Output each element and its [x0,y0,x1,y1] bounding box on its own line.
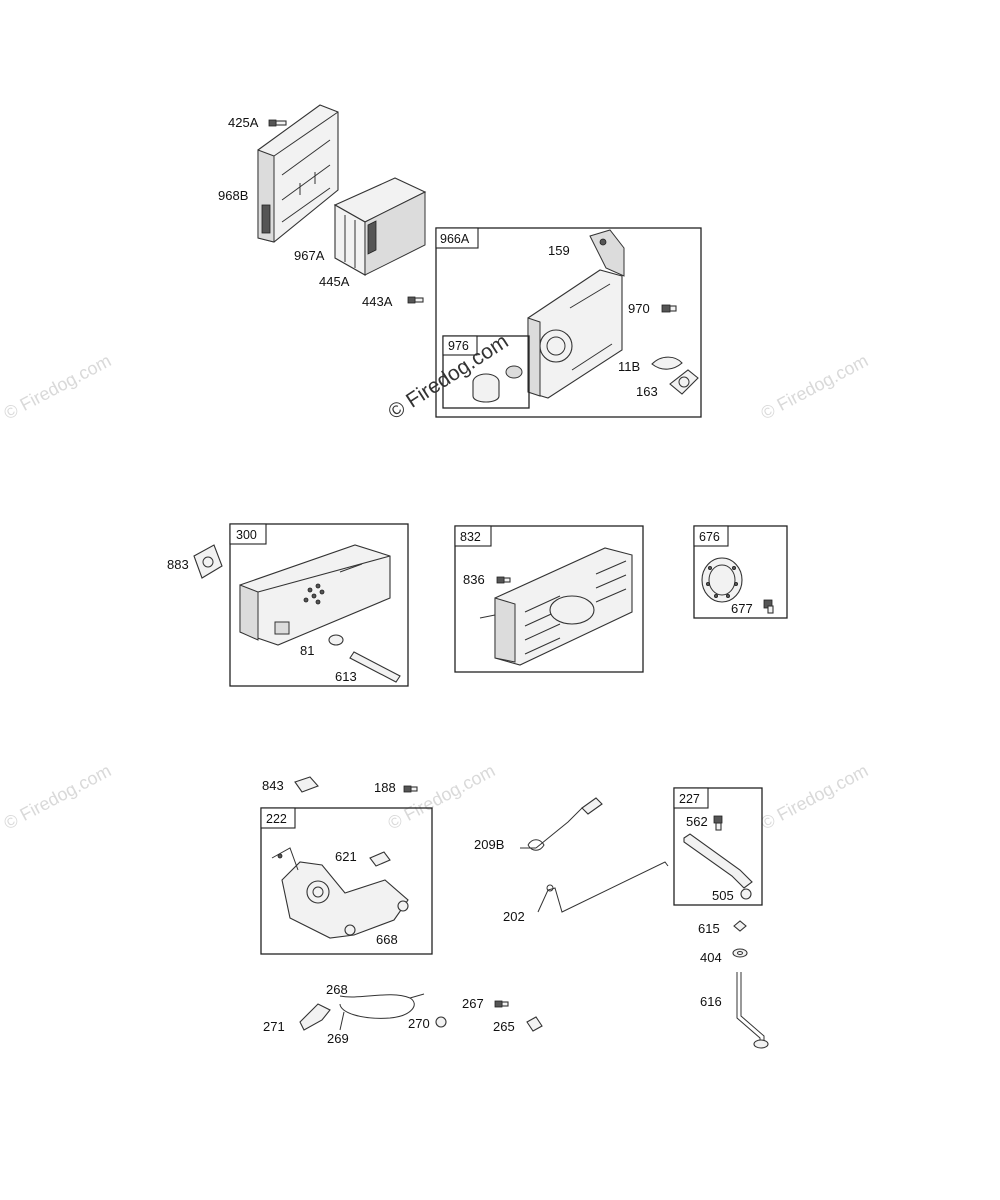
callout-615[interactable]: 615 [698,921,720,936]
kit-label-676: 676 [699,530,720,544]
kit-label-976: 976 [448,339,469,353]
kit-label-966A: 966A [440,232,470,246]
kit-box-976[interactable] [442,335,530,409]
callout-81[interactable]: 81 [300,643,314,658]
breather-11B-part[interactable] [651,356,683,370]
air-cleaner-group: 425A 968B 967A 445A 443A 966A 159 970 [218,104,702,424]
callout-613[interactable]: 613 [335,669,357,684]
controls-group: 843 188 222 621 668 [260,776,769,1049]
kit-box-222[interactable] [260,807,433,955]
governor-link-202-part[interactable] [537,861,669,913]
washer-404-icon[interactable] [732,948,748,958]
faint-watermarks: © Firedog.com © Firedog.com © Firedog.co… [0,350,871,833]
kit-tag-222 [260,807,296,829]
screw-677-icon[interactable] [763,599,774,614]
air-filter-part[interactable] [333,177,427,276]
governor-lever-227-part[interactable] [683,833,753,889]
callout-443A[interactable]: 443A [362,294,393,309]
callout-505[interactable]: 505 [712,888,734,903]
kit-tag-976 [442,335,478,356]
callout-836[interactable]: 836 [463,572,485,587]
kit-box-832[interactable] [454,525,644,673]
leader-269 [339,1011,345,1031]
callout-883[interactable]: 883 [167,557,189,572]
callout-668[interactable]: 668 [376,932,398,947]
screw-188-icon[interactable] [403,785,418,793]
watermark-faint-3: © Firedog.com [0,760,114,833]
deflector-676-part[interactable] [701,557,743,603]
watermark-faint-5: © Firedog.com [757,760,871,833]
callout-616[interactable]: 616 [700,994,722,1009]
screw-836-icon[interactable] [496,576,511,584]
kit-box-966A[interactable] [435,227,702,418]
screw-267-icon[interactable] [494,1000,509,1008]
callout-271[interactable]: 271 [263,1019,285,1034]
lever-271-part[interactable] [299,1003,331,1031]
kit-tag-227 [673,787,709,809]
callout-209B[interactable]: 209B [474,837,504,852]
shaft-616-part[interactable] [736,972,769,1049]
air-cleaner-cover-part[interactable] [257,104,339,243]
callout-967A[interactable]: 967A [294,248,325,263]
muffler-guard-832-part[interactable] [479,547,633,666]
clip-621-part[interactable] [369,851,391,867]
governor-spring-209B-part[interactable] [520,797,603,851]
callout-270[interactable]: 270 [408,1016,430,1031]
kit-label-222: 222 [266,812,287,826]
callout-970[interactable]: 970 [628,301,650,316]
kit-label-227: 227 [679,792,700,806]
kit-tag-832 [454,525,492,547]
kit-box-676[interactable] [693,525,788,619]
callout-265[interactable]: 265 [493,1019,515,1034]
kit-label-832: 832 [460,530,481,544]
callout-843[interactable]: 843 [262,778,284,793]
gasket-163-part[interactable] [669,369,699,395]
callout-268[interactable]: 268 [326,982,348,997]
callout-159[interactable]: 159 [548,243,570,258]
kit-label-300: 300 [236,528,257,542]
kit-tag-300 [229,523,267,545]
callout-968B[interactable]: 968B [218,188,248,203]
kit-tag-676 [693,525,729,547]
callout-188[interactable]: 188 [374,780,396,795]
bracket-81-part[interactable] [328,634,344,646]
watermark-faint-1: © Firedog.com [0,350,114,423]
callout-163[interactable]: 163 [636,384,658,399]
nut-615-icon[interactable] [733,920,747,932]
callout-202[interactable]: 202 [503,909,525,924]
muffler-group: 883 300 81 613 832 [167,523,788,687]
clamp-265-icon[interactable] [526,1016,543,1032]
kit-tag-966A [435,227,479,249]
callout-445A[interactable]: 445A [319,274,350,289]
watermark-faint-2: © Firedog.com [757,350,871,423]
screw-425A-icon[interactable] [268,119,287,127]
gasket-883-part[interactable] [193,544,223,579]
callout-11B[interactable]: 11B [618,359,640,374]
screw-443A-icon[interactable] [407,296,424,304]
pad-843-part[interactable] [294,776,319,793]
callout-269[interactable]: 269 [327,1031,349,1046]
kit-box-227[interactable] [673,787,763,906]
watermark-faint-4: © Firedog.com [384,760,498,833]
nut-505-icon[interactable] [740,888,752,900]
muffler-300-part[interactable] [239,544,391,646]
nut-270-icon[interactable] [435,1016,447,1028]
callout-267[interactable]: 267 [462,996,484,1011]
control-bracket-222-part[interactable] [271,847,409,939]
callout-404[interactable]: 404 [700,950,722,965]
callout-621[interactable]: 621 [335,849,357,864]
callout-425A[interactable]: 425A [228,115,259,130]
callout-562[interactable]: 562 [686,814,708,829]
screw-970-icon[interactable] [661,304,677,313]
screw-562-icon[interactable] [713,815,723,831]
air-cleaner-base-part[interactable] [527,229,625,399]
bolt-613-part[interactable] [349,651,401,683]
kit-box-300[interactable] [229,523,409,687]
callout-677[interactable]: 677 [731,601,753,616]
cable-268-part[interactable] [339,993,425,1019]
precleaner-976-part[interactable] [472,365,523,403]
